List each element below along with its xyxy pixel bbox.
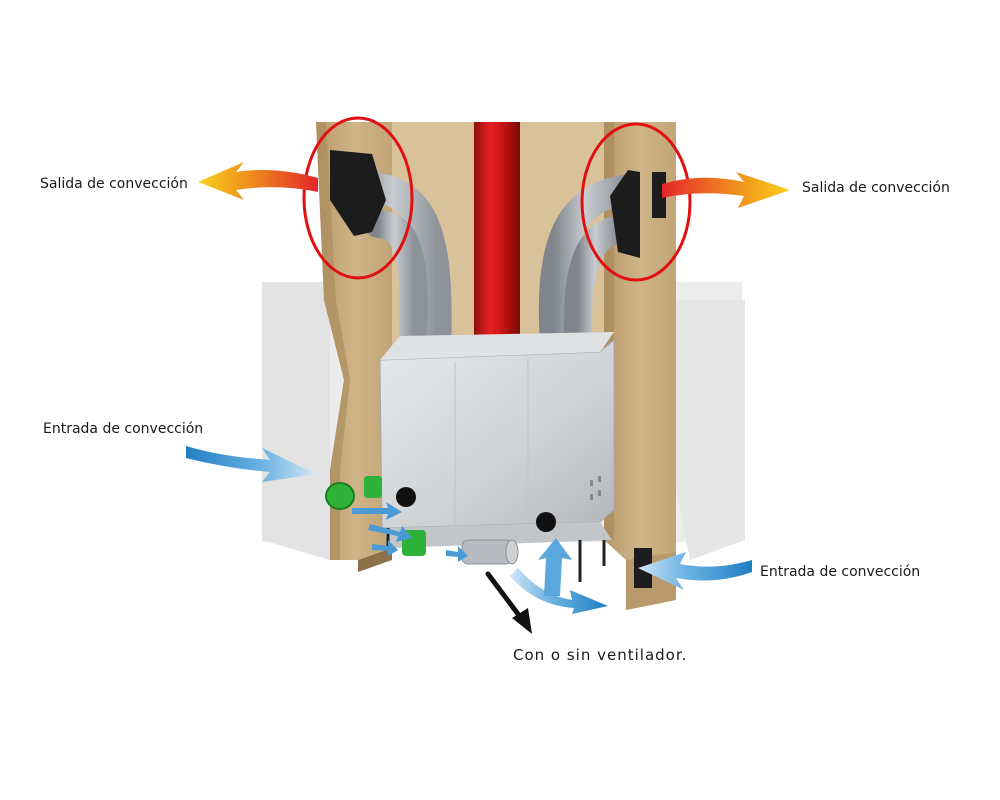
- hot-air-arrow: [198, 162, 318, 200]
- highlight-circle-left: [302, 116, 414, 280]
- firebox-insert: [379, 332, 615, 548]
- cold-air-arrow: [352, 502, 402, 520]
- label-convection-outlet-left: Salida de convección: [40, 176, 188, 192]
- label-convection-inlet-right: Entrada de convección: [760, 564, 921, 580]
- cold-air-arrow: [372, 540, 398, 556]
- fan-pointer-arrow: [485, 571, 532, 634]
- cold-air-arrow: [368, 524, 412, 542]
- label-convection-inlet-left: Entrada de convección: [43, 421, 204, 437]
- cold-air-arrow: [538, 538, 572, 596]
- flue-pipe: [473, 122, 521, 366]
- cold-air-arrow: [446, 546, 468, 562]
- fan-unit: [461, 539, 519, 565]
- label-fan-note: Con o sin ventilador.: [513, 646, 688, 664]
- label-convection-outlet-right: Salida de convección: [802, 180, 950, 196]
- outlet-vent-right: [610, 170, 666, 258]
- outlet-vent-left: [330, 150, 386, 236]
- cold-air-arrow: [186, 446, 316, 482]
- hot-air-arrow: [662, 172, 790, 208]
- highlight-circle-right: [580, 122, 692, 282]
- cold-air-arrow: [638, 552, 752, 590]
- cold-air-arrow: [510, 568, 608, 614]
